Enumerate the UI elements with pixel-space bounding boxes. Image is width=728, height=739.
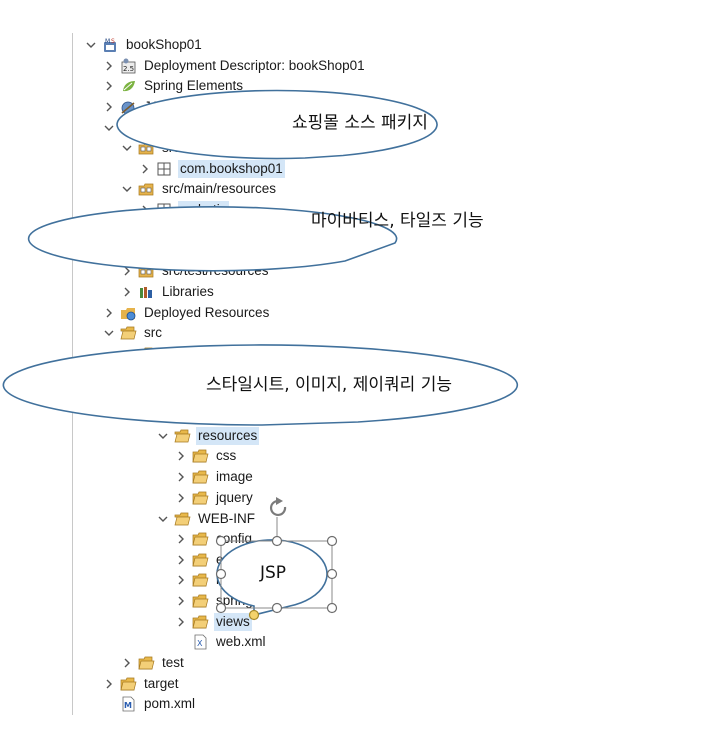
folder-open-icon [174,511,191,527]
tree-item-target[interactable]: target [102,674,181,694]
folder-icon [192,448,209,464]
libraries-icon [138,284,155,300]
resize-handles[interactable] [215,535,338,614]
svg-text:S: S [111,38,115,45]
callout-jsp-text: JSP [260,563,287,583]
tree-item-label: image [216,469,253,484]
tree-item-spring-elements[interactable]: Spring Elements [102,76,245,96]
chevron-down-icon[interactable] [120,182,134,196]
chevron-right-icon[interactable] [174,594,188,608]
folder-icon [192,593,209,609]
tree-item-label: views [214,613,252,631]
tree-item-label: Deployed Resources [144,305,270,320]
tree-item-jquery[interactable]: jquery [174,488,255,508]
tree-item-label: Libraries [162,284,214,299]
chevron-right-icon[interactable] [120,285,134,299]
svg-text:M: M [105,38,110,45]
folder-icon [192,614,209,630]
chevron-right-icon[interactable] [174,573,188,587]
folder-icon [192,552,209,568]
package-icon [156,161,173,177]
tree-item-label: jquery [216,490,253,505]
chevron-down-icon[interactable] [156,429,170,443]
tree-item-resources[interactable]: resources [156,426,260,446]
tree-item-css[interactable]: css [174,446,238,466]
chevron-right-icon[interactable] [102,677,116,691]
tree-item-deployment-descriptor-bookshop01[interactable]: 2.5 Deployment Descriptor: bookShop01 [102,56,367,76]
chevron-right-icon[interactable] [174,491,188,505]
xml-file-icon: X [192,634,209,650]
tree-item-label: bookShop01 [126,37,202,52]
chevron-down-icon[interactable] [102,121,116,135]
chevron-right-icon[interactable] [102,100,116,114]
tree-item-label: com.bookshop01 [178,160,285,178]
spring-leaf-icon [120,78,137,94]
tree-item-label: Deployment Descriptor: bookShop01 [144,58,365,73]
tree-item-label: Spring Elements [144,78,244,93]
tree-item-label: target [144,676,179,691]
folder-icon [138,655,155,671]
chevron-right-icon[interactable] [120,656,134,670]
tree-item-label: src/main/resources [162,181,277,196]
tree-item-test[interactable]: test [120,653,186,673]
chevron-right-icon[interactable] [174,615,188,629]
folder-icon [120,676,137,692]
source-folder-icon [138,181,155,197]
callout-source-package-text: 쇼핑몰 소스 패키지 [292,113,428,133]
tree-item-libraries[interactable]: Libraries [120,282,216,302]
deployed-resources-icon [120,305,137,321]
tree-item-label: WEB-INF [198,511,255,526]
svg-text:M: M [124,701,132,710]
tree-item-src-main-resources[interactable]: src/main/resources [120,179,278,199]
tree-item-label: css [216,448,237,463]
tree-item-deployed-resources[interactable]: Deployed Resources [102,303,271,323]
chevron-right-icon[interactable] [174,470,188,484]
tree-item-src[interactable]: src [102,323,164,343]
tree-item-label: pom.xml [144,696,196,711]
tree-item-label: web.xml [216,634,266,649]
chevron-right-icon[interactable] [174,532,188,546]
tree-item-views[interactable]: views [174,612,252,632]
svg-text:2.5: 2.5 [123,65,134,73]
tree-item-com-bookshop01[interactable]: com.bookshop01 [138,159,285,179]
callout-mybatis-tiles-text: 마이바티스, 타일즈 기능 [311,211,484,231]
svg-text:X: X [197,639,203,648]
chevron-right-icon[interactable] [138,162,152,176]
chevron-down-icon[interactable] [84,38,98,52]
chevron-right-icon[interactable] [174,553,188,567]
maven-pom-icon: M [120,696,137,712]
folder-open-icon [174,428,191,444]
tree-item-web-inf[interactable]: WEB-INF [156,509,257,529]
callout-styles-images-text: 스타일시트, 이미지, 제이쿼리 기능 [206,375,452,395]
folder-icon [192,572,209,588]
tree-item-label: resources [196,427,260,445]
chevron-down-icon[interactable] [102,326,116,340]
rotate-handle-icon[interactable] [270,497,287,516]
deployment-descriptor-icon: 2.5 [120,58,137,74]
folder-icon [192,531,209,547]
chevron-right-icon[interactable] [102,79,116,93]
folder-icon [192,469,209,485]
chevron-down-icon[interactable] [156,512,170,526]
chevron-right-icon[interactable] [102,59,116,73]
tree-item-label: src [144,325,162,340]
tree-item-image[interactable]: image [174,467,255,487]
folder-icon [192,490,209,506]
chevron-right-icon[interactable] [102,306,116,320]
adjust-handle[interactable] [248,609,260,621]
folder-open-icon [120,325,137,341]
tree-item-label: test [162,655,184,670]
chevron-right-icon[interactable] [174,449,188,463]
